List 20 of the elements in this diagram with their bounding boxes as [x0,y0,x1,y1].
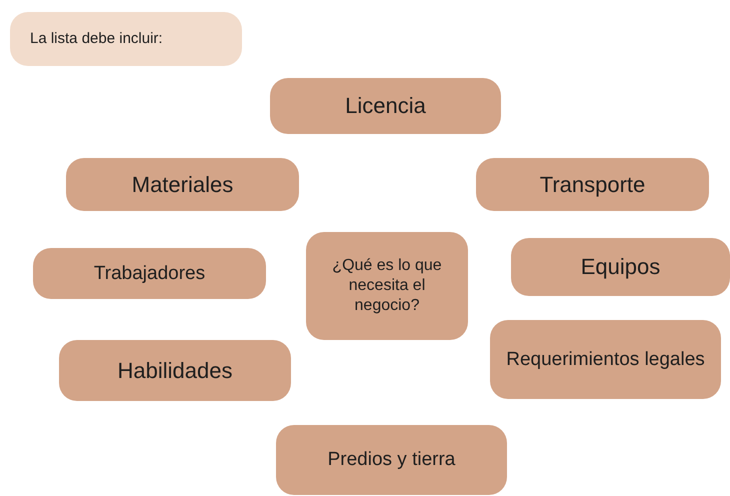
box-text: La lista debe incluir: [30,30,163,48]
box-text: Requerimientos legales [506,348,705,372]
item-box [59,340,291,401]
box-text: Predios y tierra [328,448,456,472]
item-box [490,320,721,399]
item-box [276,425,507,495]
note-box [10,12,242,66]
item-box [476,158,709,211]
item-box [33,248,266,299]
box-text: Transporte [540,170,646,198]
item-box [66,158,299,211]
center-question-box [306,232,468,340]
item-box [270,78,501,134]
box-text: Trabajadores [94,262,206,286]
box-text: Licencia [345,92,426,120]
item-box [511,238,730,296]
box-text: Materiales [132,170,234,198]
box-text: Habilidades [118,356,232,384]
box-text: Equipos [580,253,660,281]
box-text: ¿Qué es lo que necesita el negocio? [331,256,443,316]
